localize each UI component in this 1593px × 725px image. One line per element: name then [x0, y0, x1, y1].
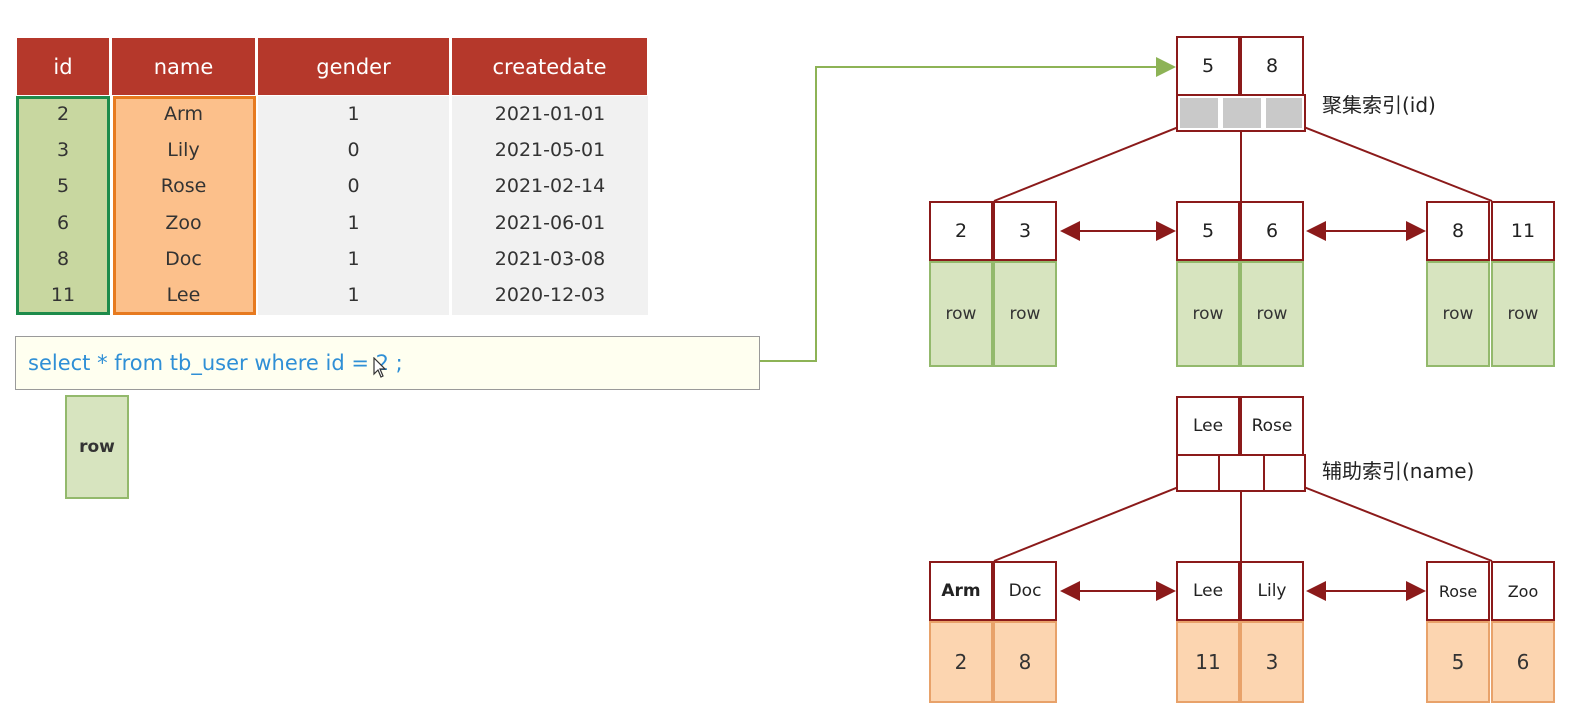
name-column-highlight: [113, 96, 256, 315]
clustered-leaf-key: 2: [929, 201, 993, 261]
createdate-column-bg: [452, 96, 648, 315]
cell-createdate: 2020-12-03: [494, 284, 606, 306]
secondary-leaf-id: 6: [1491, 621, 1555, 703]
secondary-leaf-key: Zoo: [1491, 561, 1555, 621]
query-to-index-arrow: [760, 57, 1176, 362]
header-gender: gender: [258, 38, 449, 95]
cell-name: Arm: [164, 103, 203, 125]
cell-id: 8: [56, 248, 70, 270]
secondary-leaf-id: 2: [929, 621, 993, 703]
clustered-leaf-key: 11: [1491, 201, 1555, 261]
cell-id: 3: [56, 139, 70, 161]
cell-name: Rose: [160, 175, 207, 197]
secondary-leaf-key: Lily: [1240, 561, 1304, 621]
clustered-leaf-row: row: [929, 261, 993, 367]
cell-createdate: 2021-03-08: [494, 248, 606, 270]
secondary-root-key: Rose: [1240, 396, 1304, 456]
mouse-cursor-icon: [373, 357, 387, 378]
clustered-index-title: 聚集索引(id): [1322, 93, 1436, 117]
cell-gender: 0: [347, 139, 360, 161]
clustered-leaf-row: row: [1240, 261, 1304, 367]
secondary-root-pointers: [1176, 454, 1306, 492]
sql-query-prefix: select * from tb_user where id =: [28, 351, 376, 375]
secondary-leaf-key: Rose: [1426, 561, 1490, 621]
cell-name: Zoo: [165, 212, 202, 234]
secondary-leaf-id: 5: [1426, 621, 1490, 703]
clustered-leaf-row: row: [993, 261, 1057, 367]
clustered-leaf-key: 6: [1240, 201, 1304, 261]
secondary-index-title: 辅助索引(name): [1322, 459, 1475, 483]
clustered-leaf-key: 3: [993, 201, 1057, 261]
cell-gender: 0: [347, 175, 360, 197]
secondary-leaf-key: Lee: [1176, 561, 1240, 621]
sql-query-box: select * from tb_user where id = 2 ;: [15, 336, 760, 390]
secondary-leaf-key: Arm: [929, 561, 993, 621]
header-id: id: [17, 38, 109, 95]
cell-gender: 1: [347, 103, 360, 125]
cell-id: 2: [56, 103, 70, 125]
secondary-leaf-id: 11: [1176, 621, 1240, 703]
clustered-leaf-key: 8: [1426, 201, 1490, 261]
cell-id: 5: [56, 175, 70, 197]
sql-query-suffix: ;: [389, 351, 403, 375]
secondary-root-key: Lee: [1176, 396, 1240, 456]
header-name: name: [112, 38, 255, 95]
clustered-leaf-row: row: [1176, 261, 1240, 367]
cell-id: 6: [56, 212, 70, 234]
cell-gender: 1: [347, 248, 360, 270]
result-row: row: [65, 395, 129, 499]
header-createdate: createdate: [452, 38, 647, 95]
clustered-root-pointers: [1176, 94, 1306, 132]
cell-gender: 1: [347, 284, 360, 306]
clustered-leaf-key: 5: [1176, 201, 1240, 261]
secondary-leaf-id: 3: [1240, 621, 1304, 703]
cell-createdate: 2021-06-01: [494, 212, 606, 234]
cell-createdate: 2021-01-01: [494, 103, 606, 125]
secondary-leaf-key: Doc: [993, 561, 1057, 621]
clustered-root-key: 8: [1240, 36, 1304, 96]
cell-name: Doc: [165, 248, 202, 270]
clustered-leaf-row: row: [1426, 261, 1490, 367]
cell-name: Lee: [166, 284, 201, 306]
cell-createdate: 2021-05-01: [494, 139, 606, 161]
cell-name: Lily: [167, 139, 200, 161]
clustered-leaf-row: row: [1491, 261, 1555, 367]
clustered-root-key: 5: [1176, 36, 1240, 96]
cell-gender: 1: [347, 212, 360, 234]
cell-createdate: 2021-02-14: [494, 175, 606, 197]
gender-column-bg: [258, 96, 449, 315]
cell-id: 11: [50, 284, 76, 306]
secondary-leaf-id: 8: [993, 621, 1057, 703]
id-column-highlight: [16, 96, 110, 315]
